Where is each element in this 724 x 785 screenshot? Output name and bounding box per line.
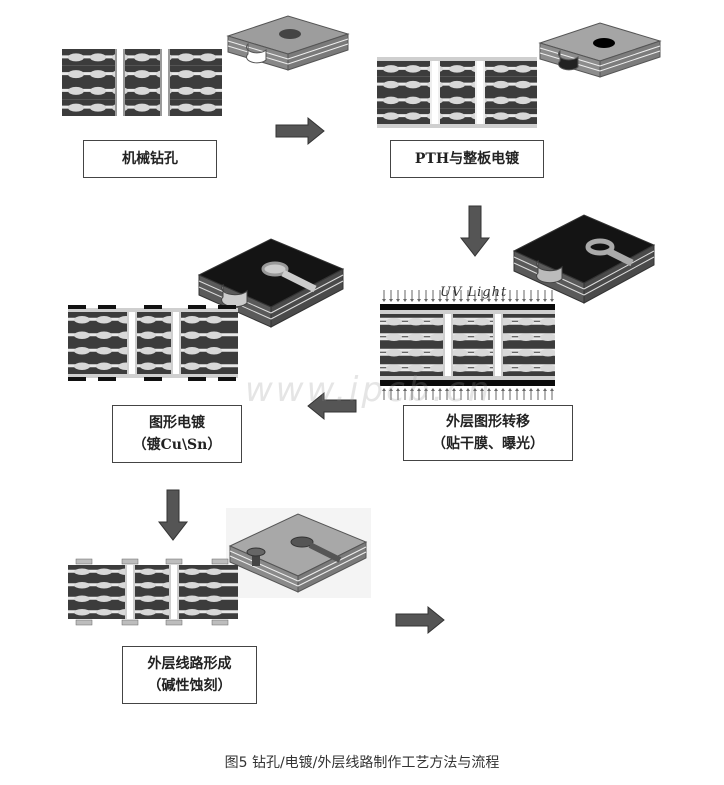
step-label-line: PTH与整板电镀 [414, 151, 520, 167]
step-label-line: 外层线路形成 [147, 656, 232, 672]
board-3d-image-transfer [512, 214, 656, 304]
step-label-line: 图形电镀 [149, 415, 205, 431]
flow-arrow-left [307, 391, 357, 421]
board-3d-drilling [226, 15, 350, 71]
flow-arrow-down [157, 489, 189, 541]
board-3d-circuit-formation [226, 508, 371, 598]
step-label-drilling: 机械钻孔 [83, 140, 217, 178]
step-label-line: 机械钻孔 [122, 151, 178, 167]
step-label-circuit-formation: 外层线路形成 （碱性蚀刻） [122, 646, 257, 704]
cross-section-circuit-formation [68, 558, 238, 626]
board-3d-pattern-plating [197, 238, 345, 328]
cross-section-pth-plating [377, 57, 537, 128]
board-3d-pth-plating [538, 22, 662, 78]
step-label-line: （碱性蚀刻） [147, 678, 232, 694]
step-label-line: （贴干膜、曝光） [432, 436, 544, 452]
watermark: www.ipcb.cn [245, 370, 493, 410]
uv-light-label: UV Light [440, 285, 508, 300]
step-label-line: （镀Cu\Sn） [132, 437, 222, 453]
flow-arrow-down [459, 205, 491, 257]
cross-section-pattern-plating [68, 305, 238, 381]
step-label-pth-plating: PTH与整板电镀 [390, 140, 544, 178]
figure-caption: 图5 钻孔/电镀/外层线路制作工艺方法与流程 [224, 755, 500, 771]
step-label-image-transfer: 外层图形转移 （贴干膜、曝光） [403, 405, 573, 461]
flow-arrow-right [275, 116, 325, 146]
cross-section-drilling [62, 49, 222, 116]
flow-arrow-right [395, 605, 445, 635]
step-label-pattern-plating: 图形电镀 （镀Cu\Sn） [112, 405, 242, 463]
cross-section-image-transfer [380, 290, 555, 400]
step-label-line: 外层图形转移 [446, 414, 530, 430]
